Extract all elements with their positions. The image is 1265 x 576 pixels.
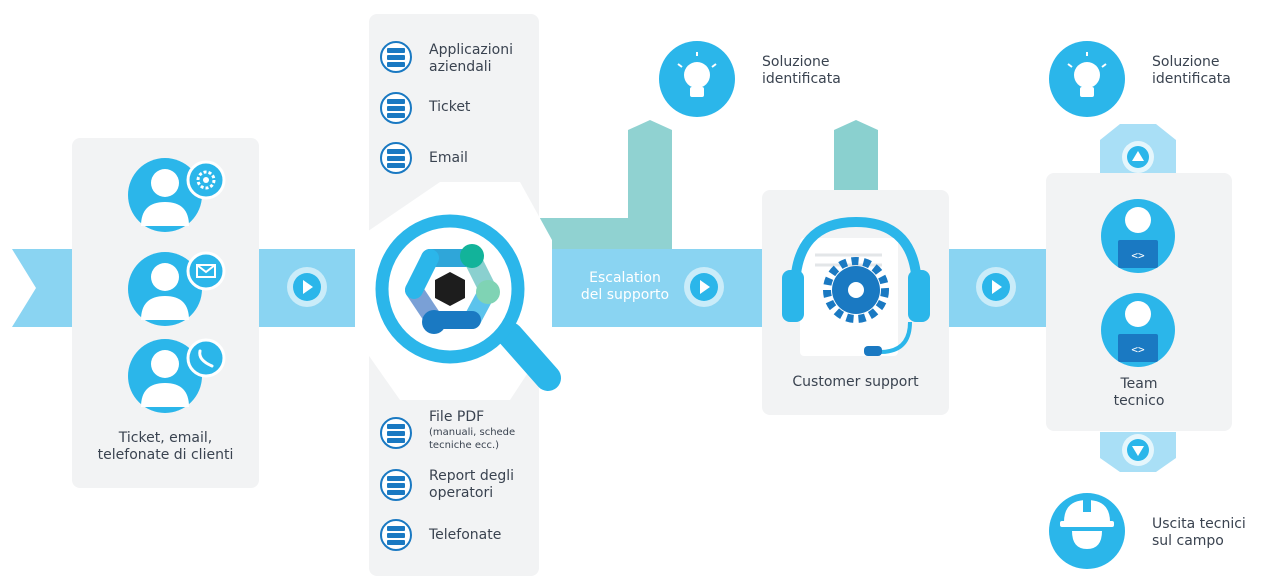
down-arrow-icon: [1122, 434, 1154, 466]
source-label: Report degli: [429, 468, 515, 484]
source-label: Ticket: [429, 99, 471, 115]
hard-hat-worker-icon: [1049, 493, 1125, 569]
customers-label-line2: telefonate di clienti: [97, 447, 234, 463]
source-label: aziendali: [429, 59, 492, 75]
database-icon: [380, 417, 412, 449]
database-icon: [380, 92, 412, 124]
escalation-arrow-2: [834, 120, 878, 190]
source-label: Telefonate: [429, 527, 502, 543]
escalation-line1: Escalation: [589, 270, 661, 286]
source-sublabel: (manuali, schede: [429, 427, 516, 438]
developer-icon: <>: [1101, 293, 1175, 367]
phone-icon: [186, 338, 226, 378]
customers-label: Ticket, email, telefonate di clienti: [72, 430, 259, 464]
entry-chevron: [12, 249, 72, 327]
user-icon: [128, 252, 202, 326]
database-icon: [380, 469, 412, 501]
database-icon: [380, 142, 412, 174]
headset-icon: [782, 216, 930, 356]
field-line2: sul campo: [1152, 533, 1224, 549]
play-icon: [287, 267, 327, 307]
svg-text:<>: <>: [1131, 343, 1145, 356]
database-icon: [380, 519, 412, 551]
user-icon: [128, 339, 202, 413]
solution-line1: Soluzione: [762, 54, 830, 70]
source-pdf: File PDF (manuali, schede tecniche ecc.): [429, 409, 515, 452]
escalation-line2: del supporto: [580, 287, 670, 303]
source-reports: Report degli operatori: [429, 468, 514, 502]
customers-label-line1: Ticket, email,: [118, 430, 213, 446]
tech-team-label: Team tecnico: [1046, 376, 1232, 410]
light-bulb-icon: [1049, 41, 1125, 117]
mail-icon: [186, 251, 226, 291]
up-arrow-icon: [1122, 141, 1154, 173]
escalation-arrow-1: [540, 120, 672, 249]
source-sublabel: tecniche ecc.): [429, 440, 500, 451]
source-applications: Applicazioni aziendali: [429, 42, 513, 76]
tech-team-line2: tecnico: [1113, 393, 1165, 409]
field-line1: Uscita tecnici: [1152, 516, 1246, 532]
solution-line2: identificata: [762, 71, 841, 87]
source-label: Email: [429, 150, 468, 166]
source-email: Email: [429, 150, 468, 167]
field-label: Uscita tecnici sul campo: [1152, 516, 1246, 550]
network-logo-icon: [405, 244, 500, 334]
source-label: File PDF: [429, 409, 485, 425]
light-bulb-icon: [659, 41, 735, 117]
solution-line1: Soluzione: [1152, 54, 1220, 70]
source-label: Applicazioni: [429, 42, 513, 58]
user-icon: [128, 158, 202, 232]
solution-line2: identificata: [1152, 71, 1231, 87]
solution-label-2: Soluzione identificata: [1152, 54, 1231, 88]
escalation-label: Escalation del supporto: [575, 270, 675, 304]
customer-support-label: Customer support: [792, 374, 919, 390]
source-calls: Telefonate: [429, 527, 501, 544]
gear-icon: [186, 160, 226, 200]
developer-icon: <>: [1101, 199, 1175, 273]
magnifier-handle: [497, 322, 561, 391]
flow-band-2: [540, 249, 765, 327]
solution-label-1: Soluzione identificata: [762, 54, 841, 88]
source-ticket: Ticket: [429, 99, 470, 116]
tech-team-line1: Team: [1120, 376, 1158, 392]
play-icon: [976, 267, 1016, 307]
play-icon: [684, 267, 724, 307]
database-icon: [380, 41, 412, 73]
source-label: operatori: [429, 485, 494, 501]
svg-text:<>: <>: [1131, 249, 1145, 262]
